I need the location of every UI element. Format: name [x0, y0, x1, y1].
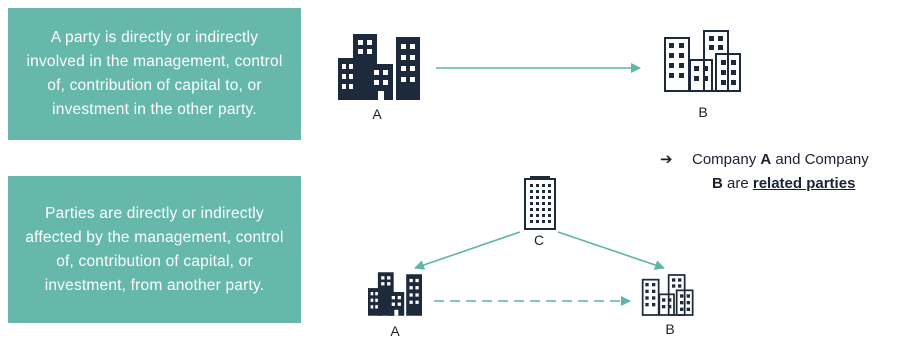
description-text-affected-parties: Parties are directly or indirectly affec… [25, 204, 284, 294]
buildings-filled-icon [368, 272, 422, 316]
related-parties-emphasis: related parties [752, 175, 856, 192]
conclusion-text-part: and Company [771, 151, 869, 168]
description-box-direct-involvement: A party is directly or indirectly involv… [8, 8, 301, 140]
conclusion-company-b: B [712, 175, 723, 192]
arrow-c-to-a [414, 231, 521, 270]
label-b-top: B [698, 104, 708, 120]
buildings-outline-icon [664, 30, 741, 92]
description-text-direct-involvement: A party is directly or indirectly involv… [26, 29, 283, 118]
office-tower-icon [524, 176, 556, 230]
conclusion-line-2: B are related parties [712, 172, 855, 196]
buildings-filled-icon [338, 34, 420, 100]
arrow-c-to-b [557, 231, 665, 270]
conclusion-company-a: A [760, 151, 772, 168]
label-a-top: A [372, 106, 382, 122]
conclusion-text-part: Company [692, 151, 761, 168]
label-c: C [533, 232, 545, 248]
conclusion-text-part: are [722, 175, 753, 192]
buildings-outline-icon [641, 274, 694, 316]
label-a-bottom: A [390, 323, 400, 339]
conclusion-arrow-icon: ➔ [660, 151, 673, 168]
description-box-affected-parties: Parties are directly or indirectly affec… [8, 176, 301, 323]
conclusion-line-1: Company A and Company [692, 148, 869, 172]
label-b-bottom: B [665, 321, 675, 337]
